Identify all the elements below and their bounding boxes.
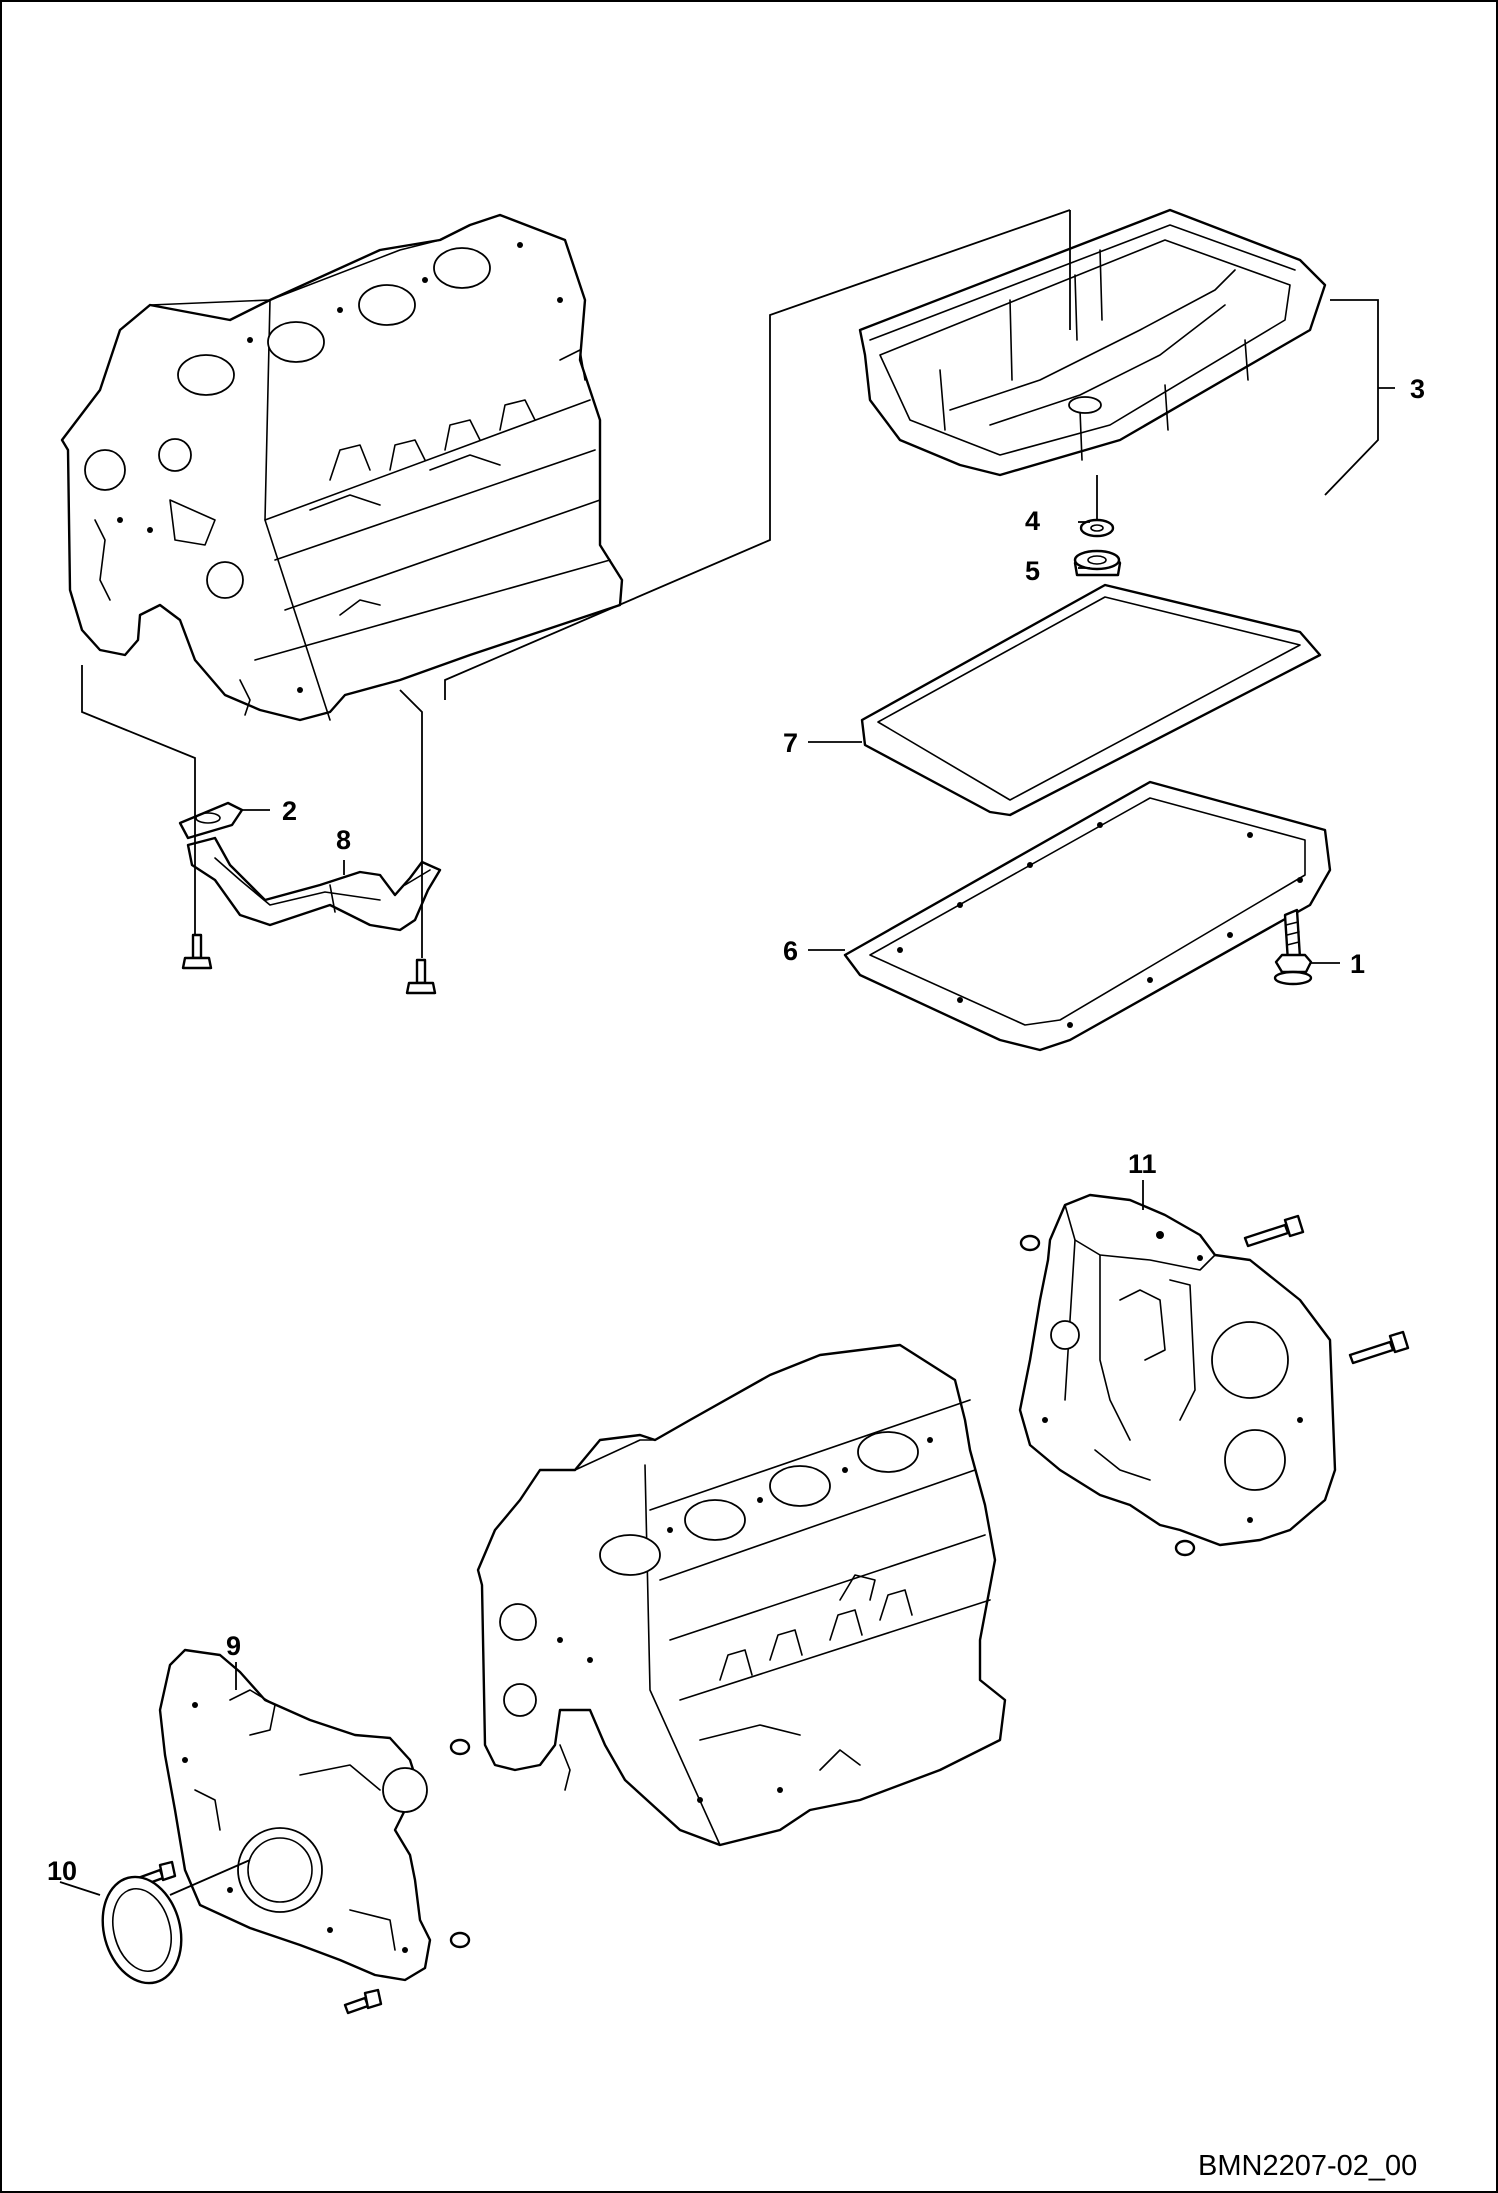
- oil-seal-icon: [101, 1875, 183, 1985]
- bolt-icon: [1273, 908, 1313, 986]
- callout-labels: 1 2 3 4 5 6 7 8 9 10 11: [47, 374, 1425, 1886]
- pan-gasket-icon: [843, 780, 1332, 1052]
- front-cover-icon: [158, 1648, 432, 1982]
- housing-bolt-icon: [1019, 1214, 1410, 1557]
- callout-1: 1: [1350, 949, 1365, 979]
- leader-lines: [59, 209, 1395, 1896]
- engine-block-upper-icon: [60, 213, 624, 722]
- suction-pipe-icon: [186, 836, 442, 932]
- callout-4: 4: [1025, 506, 1040, 536]
- callout-3: 3: [1410, 374, 1425, 404]
- callout-7: 7: [783, 728, 798, 758]
- gasket-icon: [178, 801, 244, 840]
- callout-2: 2: [282, 796, 297, 826]
- pipe-bolt-icon: [181, 933, 437, 995]
- drawing-code: BMN2207-02_00: [1198, 2150, 1417, 2182]
- cover-bolt-icon: [136, 1738, 471, 2015]
- callout-10: 10: [47, 1856, 77, 1886]
- oil-pan-icon: [858, 208, 1327, 477]
- callout-5: 5: [1025, 556, 1040, 586]
- callout-11: 11: [1128, 1149, 1157, 1179]
- callout-6: 6: [783, 936, 798, 966]
- callout-8: 8: [336, 825, 351, 855]
- gear-housing-icon: [1018, 1193, 1337, 1547]
- engine-block-lower-icon: [476, 1343, 1007, 1847]
- seal-ring-icon: [860, 583, 1322, 817]
- callout-9: 9: [226, 1631, 241, 1661]
- drain-plug-icon: [1073, 549, 1122, 577]
